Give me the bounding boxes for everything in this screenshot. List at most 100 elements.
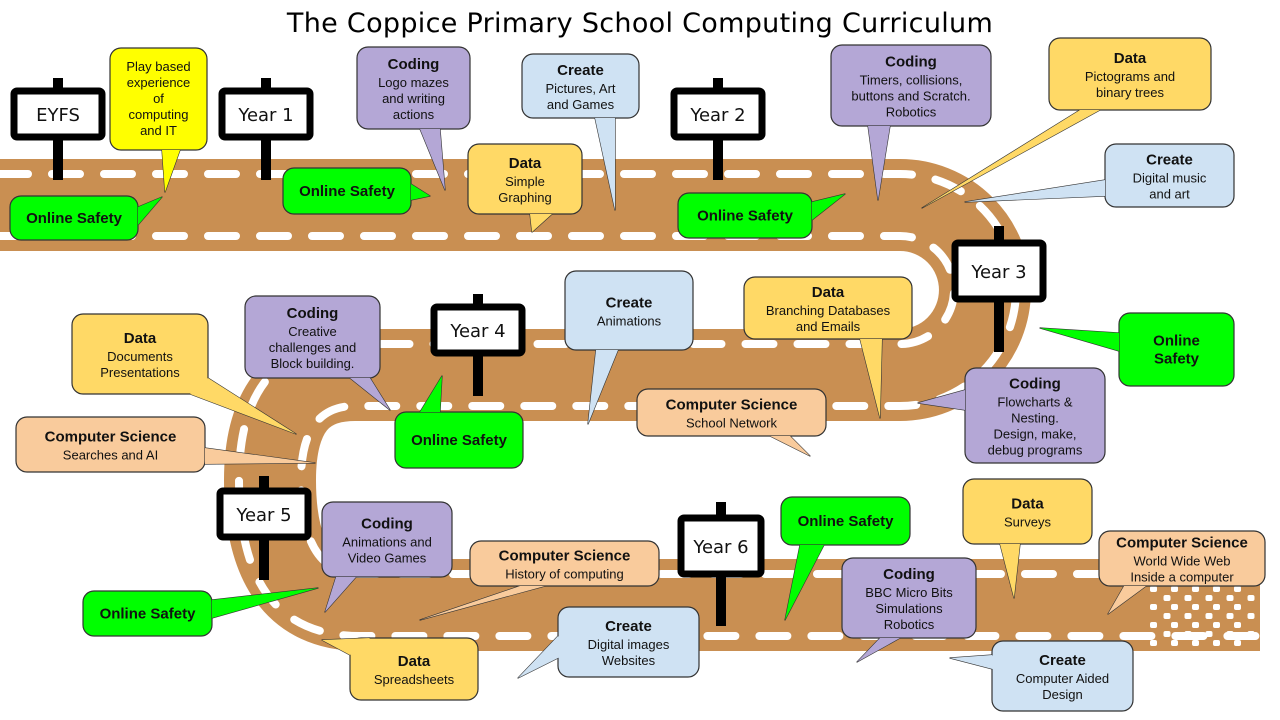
- bubble-tail-fill: [162, 150, 180, 192]
- bubble-line: Nesting.: [1011, 411, 1059, 426]
- bubble-tail-fill: [950, 655, 1004, 672]
- finish-square: [1171, 622, 1178, 628]
- finish-square: [1192, 586, 1199, 592]
- bubble-line: Digital images: [588, 637, 670, 652]
- bubble-line: Searches and AI: [63, 448, 158, 463]
- bubble-tail-fill: [138, 197, 162, 225]
- bubble-line: Design, make,: [993, 427, 1076, 442]
- finish-square: [1247, 631, 1255, 637]
- sign-board: [216, 487, 312, 541]
- bubble-tail-fill: [785, 545, 824, 620]
- finish-square: [1171, 604, 1178, 610]
- finish-square: [1150, 586, 1157, 592]
- bubble-title: Coding: [1009, 376, 1061, 393]
- finish-square: [1213, 586, 1220, 592]
- sign-year-4: Year 4: [430, 294, 526, 396]
- finish-square: [1150, 604, 1157, 610]
- bubble-title: Coding: [883, 566, 935, 583]
- road-surface: [0, 159, 1260, 651]
- bubble-tail-fill: [411, 184, 430, 200]
- bubble-fill: [284, 169, 410, 213]
- bubble-title: Coding: [388, 56, 440, 73]
- bubble-fill: [396, 413, 522, 467]
- finish-square: [1163, 613, 1171, 619]
- sign-board: [677, 514, 765, 578]
- finish-square: [1234, 622, 1241, 628]
- bubble-line: Play based: [126, 59, 190, 74]
- bubble-line: and Games: [547, 97, 615, 112]
- bubble-line: and Emails: [796, 319, 861, 334]
- bubble-title: Data: [398, 653, 431, 670]
- bubble-tail-fill: [922, 110, 1100, 208]
- bubble-line: experience: [127, 75, 191, 90]
- finish-square: [1213, 622, 1220, 628]
- bubble-y6-online-safety: Online Safety: [780, 496, 911, 621]
- bubble-line: challenges and: [269, 340, 356, 355]
- bubble-tail-fill: [588, 350, 618, 424]
- bubble-line: School Network: [686, 416, 778, 431]
- bubble-title: Create: [557, 62, 604, 79]
- bubble-title: Computer Science: [499, 548, 631, 565]
- bubble-line: World Wide Web: [1133, 554, 1230, 569]
- sign-year-3: Year 3: [951, 226, 1047, 352]
- finish-square: [1226, 613, 1234, 619]
- bubble-fill: [1050, 39, 1210, 109]
- bubble-fill: [11, 197, 137, 239]
- bubble-title: Data: [509, 155, 542, 172]
- finish-square: [1171, 640, 1178, 646]
- bubble-line: Branching Databases: [766, 303, 891, 318]
- bubble-fill: [966, 369, 1104, 462]
- bubble-y1-online-safety: Online Safety: [282, 167, 431, 215]
- bubble-fill: [323, 503, 451, 576]
- finish-square: [1171, 586, 1178, 592]
- sign-board: [10, 87, 106, 141]
- bubble-tail-fill: [350, 378, 390, 410]
- bubble-line: Timers, collisions,: [860, 73, 963, 88]
- sign-label: Year 3: [970, 262, 1026, 283]
- bubble-line: actions: [393, 107, 435, 122]
- bubble-y4-online-safety: Online Safety: [394, 375, 524, 469]
- bubble-fill: [84, 592, 211, 635]
- bubble-tail-fill: [1040, 328, 1119, 351]
- bubble-fill: [964, 480, 1091, 543]
- bubble-fill: [1120, 314, 1233, 385]
- sign-label: Year 5: [235, 505, 291, 526]
- finish-square: [1247, 595, 1255, 601]
- bubble-tail-fill: [518, 636, 570, 678]
- bubble-title: Create: [605, 618, 652, 635]
- bubble-line: binary trees: [1096, 85, 1164, 100]
- page-title: The Coppice Primary School Computing Cur…: [286, 8, 994, 39]
- bubble-fill: [566, 272, 692, 349]
- bubble-title: Create: [1039, 652, 1086, 669]
- bubble-line: debug programs: [988, 443, 1083, 458]
- bubble-line: History of computing: [505, 567, 624, 582]
- bubble-fill: [638, 390, 825, 435]
- finish-square: [1205, 613, 1213, 619]
- bubble-line: Documents: [107, 349, 173, 364]
- bubble-line: Computer Aided: [1016, 671, 1109, 686]
- finish-square: [1205, 595, 1213, 601]
- sign-board: [951, 239, 1047, 303]
- sign-year-1: Year 1: [218, 78, 314, 180]
- bubble-title: Coding: [287, 305, 339, 322]
- bubble-tail-fill: [420, 586, 545, 620]
- bubble-tail-fill: [420, 376, 442, 412]
- sign-label: Year 6: [692, 537, 748, 558]
- finish-square: [1192, 640, 1199, 646]
- bubble-line: Block building.: [271, 356, 355, 371]
- bubble-fill: [1106, 145, 1233, 206]
- bubble-line: Creative: [288, 324, 336, 339]
- bubble-title: Computer Science: [45, 429, 177, 446]
- bubble-tail-fill: [190, 378, 296, 434]
- bubble-fill: [993, 642, 1132, 710]
